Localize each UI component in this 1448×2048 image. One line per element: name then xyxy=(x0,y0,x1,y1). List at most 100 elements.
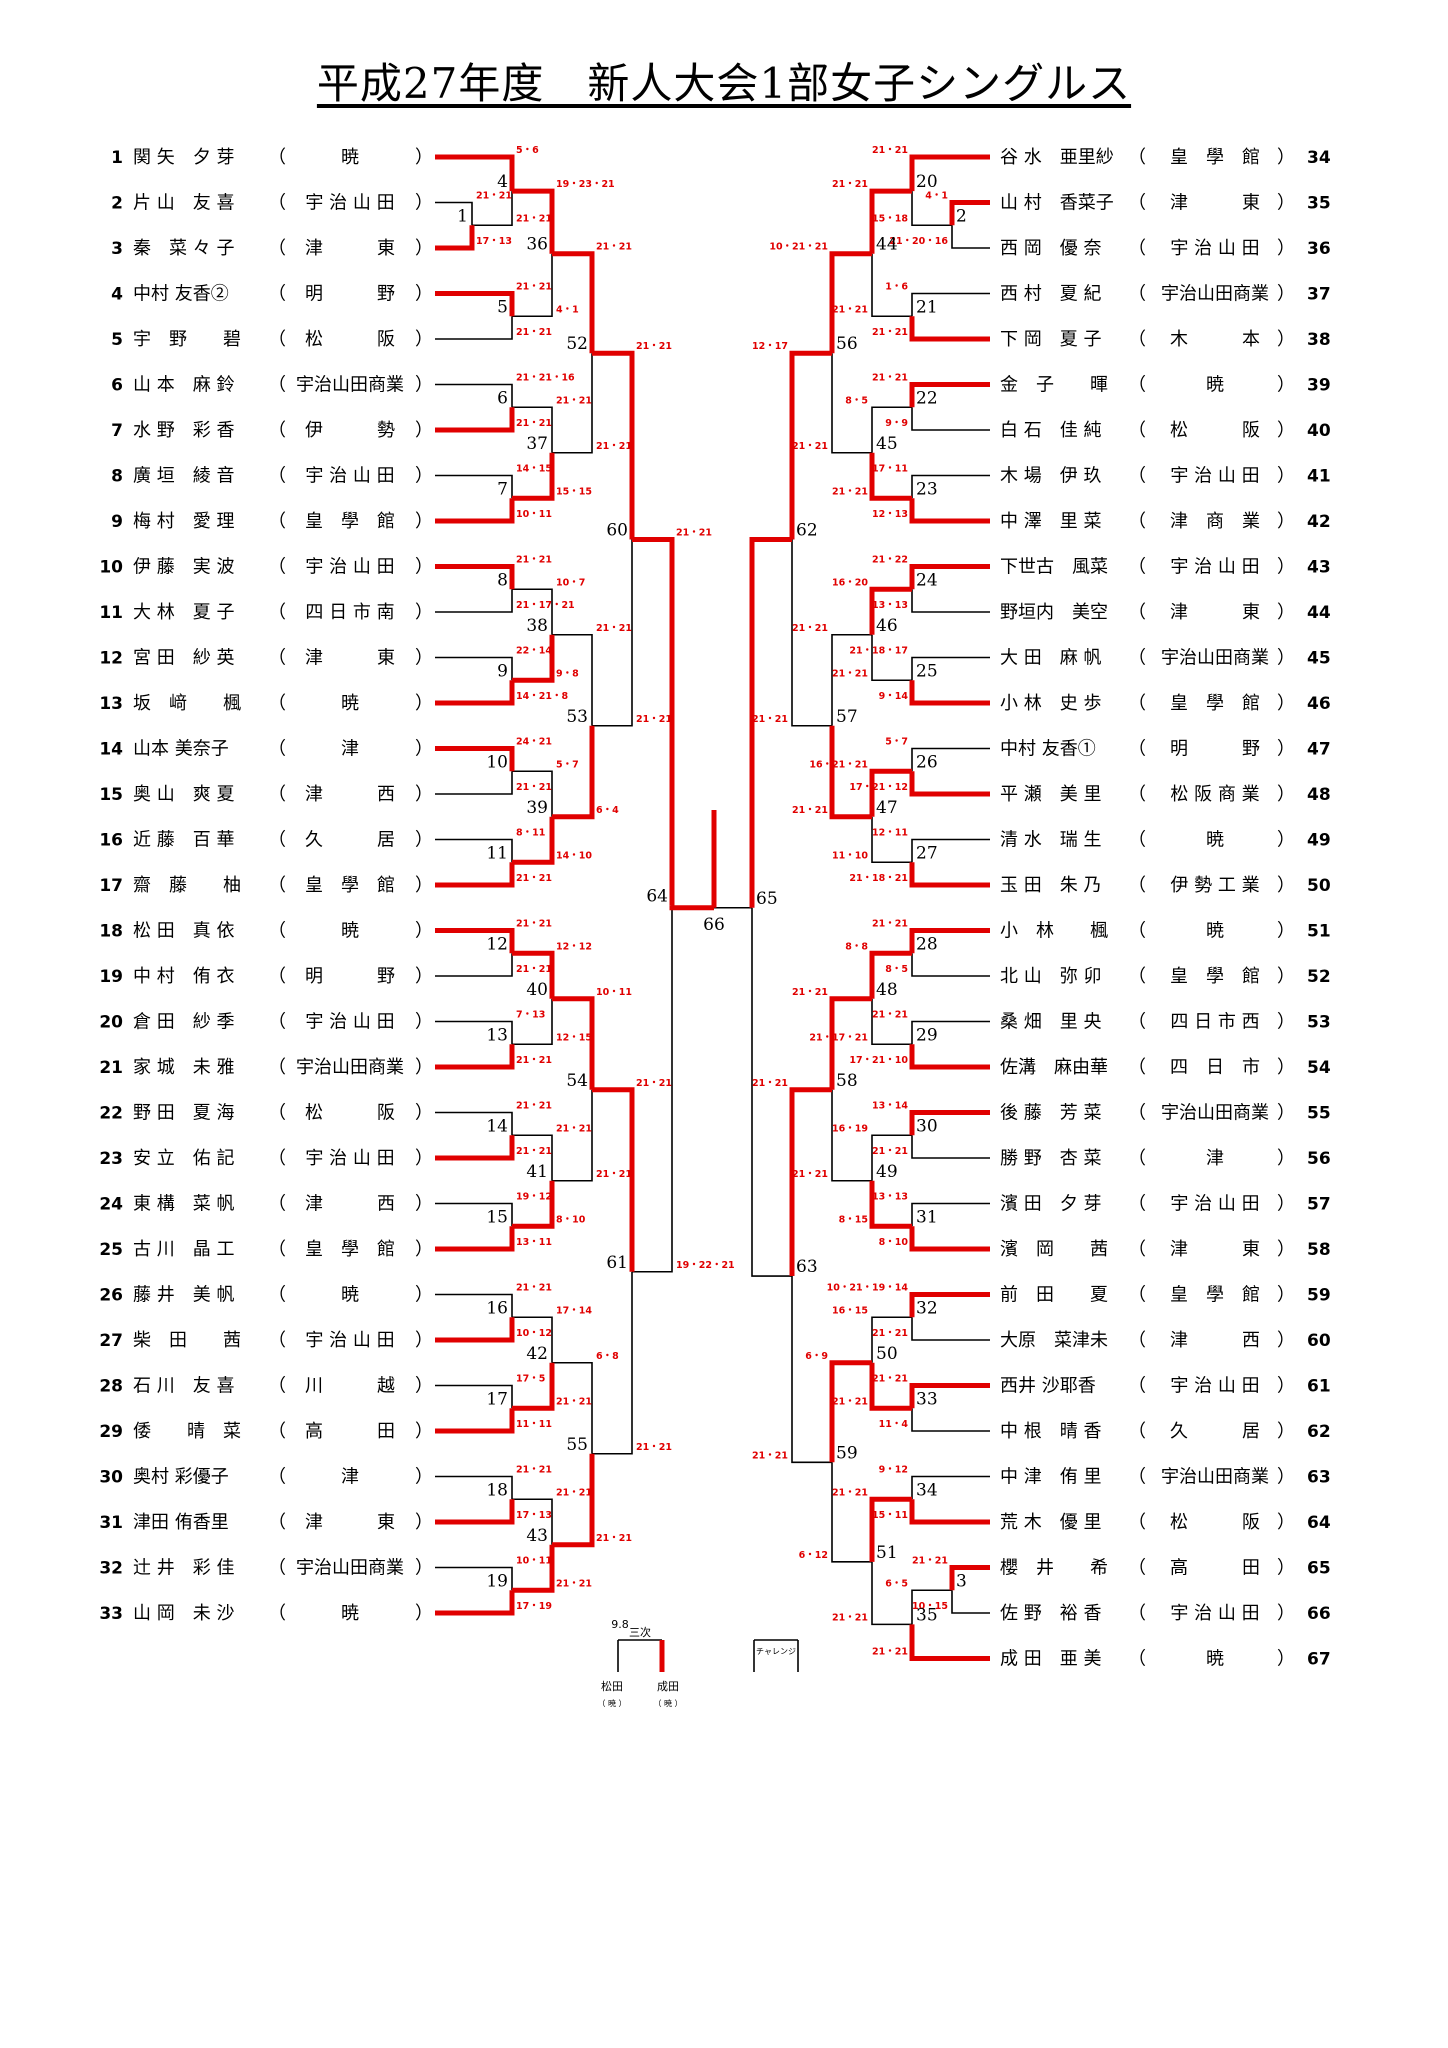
player-name: 西 岡 優 奈 xyxy=(1000,238,1101,259)
winner-path xyxy=(512,1362,555,1411)
club-paren: （ xyxy=(268,966,286,987)
club-paren: ） xyxy=(415,1603,433,1624)
player-club: 皇 學 館 xyxy=(1170,1285,1260,1306)
player-number: 26 xyxy=(99,1286,123,1306)
match-number: 8 xyxy=(497,570,508,590)
match-score: 5・6 xyxy=(516,145,539,156)
match-score: 21・21 xyxy=(476,191,512,202)
match-score: 11・10 xyxy=(832,850,868,861)
player-club: 松 阪 xyxy=(305,1103,395,1124)
bracket-line xyxy=(435,201,473,226)
club-paren: （ xyxy=(1128,1421,1146,1442)
player-number: 50 xyxy=(1307,876,1331,896)
bracket-line xyxy=(791,1276,832,1464)
match-number: 3 xyxy=(956,1571,967,1591)
note-left-name: 松田 xyxy=(601,1679,623,1693)
club-paren: （ xyxy=(268,1512,286,1533)
match-score: 17・13 xyxy=(476,236,512,247)
match-score: 19・12 xyxy=(516,1192,552,1203)
club-paren: （ xyxy=(268,1376,286,1397)
winner-path xyxy=(552,1453,595,1548)
player-name: 廣 垣 綾 音 xyxy=(133,466,234,487)
club-paren: ） xyxy=(1277,739,1295,760)
player-name: 石 川 友 喜 xyxy=(133,1376,234,1397)
club-paren: ） xyxy=(415,193,433,214)
winner-path xyxy=(789,1087,832,1277)
match-number: 58 xyxy=(836,1071,858,1091)
winner-path xyxy=(909,680,990,706)
match-score: 6・5 xyxy=(885,1578,908,1589)
player-name: 玉 田 朱 乃 xyxy=(1000,875,1101,896)
match-score: 21・21 xyxy=(516,919,552,930)
player-number: 61 xyxy=(1307,1377,1331,1397)
player-club: 明 野 xyxy=(305,284,395,305)
player-name: 奥村 彩優子 xyxy=(133,1467,229,1488)
winner-path xyxy=(869,188,912,254)
match-score: 12・13 xyxy=(872,509,908,520)
player-club: 宇治山田商業 xyxy=(1161,1467,1269,1488)
winner-path xyxy=(435,154,515,192)
player-number: 35 xyxy=(1307,194,1331,214)
club-paren: （ xyxy=(1128,193,1146,214)
winner-path xyxy=(435,498,515,524)
bracket-line xyxy=(911,1317,990,1341)
match-number: 63 xyxy=(796,1257,818,1277)
player-name: 山 岡 未 沙 xyxy=(133,1603,234,1624)
club-paren: ） xyxy=(415,1330,433,1351)
match-score: 14・10 xyxy=(556,850,592,861)
winner-path xyxy=(909,771,990,797)
player-name: 家 城 未 雅 xyxy=(133,1057,234,1078)
bracket-line xyxy=(435,1293,513,1318)
club-paren: ） xyxy=(1277,966,1295,987)
match-score: 21・21 xyxy=(872,1010,908,1021)
bracket-line xyxy=(911,838,990,863)
club-paren: （ xyxy=(268,1467,286,1488)
club-paren: （ xyxy=(1128,921,1146,942)
player-number: 20 xyxy=(99,1013,123,1033)
player-number: 51 xyxy=(1307,922,1331,942)
bracket-line xyxy=(831,1462,872,1563)
player-club: 松 阪 xyxy=(1170,420,1260,441)
club-paren: ） xyxy=(1277,466,1295,487)
note-score: 9.8 xyxy=(611,1618,629,1631)
match-score: 17・13 xyxy=(516,1510,552,1521)
bracket-line xyxy=(512,588,553,635)
club-paren: ） xyxy=(1277,329,1295,350)
club-paren: ） xyxy=(1277,375,1295,396)
player-name: 西井 沙耶香 xyxy=(1000,1376,1096,1397)
match-number: 12 xyxy=(486,934,508,954)
club-paren: （ xyxy=(1128,1012,1146,1033)
player-club: 宇治山田商業 xyxy=(1161,284,1269,305)
player-club: 宇治山田商業 xyxy=(296,375,404,396)
club-paren: （ xyxy=(1128,1467,1146,1488)
player-club: 四 日 市 xyxy=(1170,1057,1260,1078)
match-number: 17 xyxy=(486,1389,508,1409)
match-number: 33 xyxy=(916,1389,938,1409)
match-score: 10・11 xyxy=(516,509,552,520)
bracket-line xyxy=(751,907,792,1277)
match-number: 61 xyxy=(606,1253,628,1273)
match-score: 21・21 xyxy=(596,441,632,452)
player-name: 濱 岡 茜 xyxy=(1000,1239,1108,1260)
note-right-name: 成田 xyxy=(657,1680,679,1693)
club-paren: （ xyxy=(1128,1603,1146,1624)
player-club: 津 東 xyxy=(1170,602,1260,623)
player-number: 1 xyxy=(111,148,123,168)
club-paren: ） xyxy=(415,784,433,805)
player-name: 古 川 晶 工 xyxy=(133,1239,234,1260)
match-score: 14・15 xyxy=(516,464,552,475)
player-club: 宇 治 山 田 xyxy=(305,1148,394,1169)
club-paren: ） xyxy=(1277,784,1295,805)
match-number: 27 xyxy=(916,843,938,863)
player-club: 皇 學 館 xyxy=(305,875,395,896)
winner-path xyxy=(435,1408,515,1434)
page-title: 平成27年度 新人大会1部女子シングルス xyxy=(316,59,1132,108)
match-number: 46 xyxy=(876,616,898,636)
match-score: 11・4 xyxy=(879,1419,909,1430)
winner-path xyxy=(435,680,515,706)
club-paren: （ xyxy=(268,511,286,532)
player-name: 谷 水 亜里紗 xyxy=(1000,147,1114,168)
club-paren: ） xyxy=(1277,1103,1295,1124)
player-number: 37 xyxy=(1307,285,1331,305)
club-paren: ） xyxy=(1277,1239,1295,1260)
